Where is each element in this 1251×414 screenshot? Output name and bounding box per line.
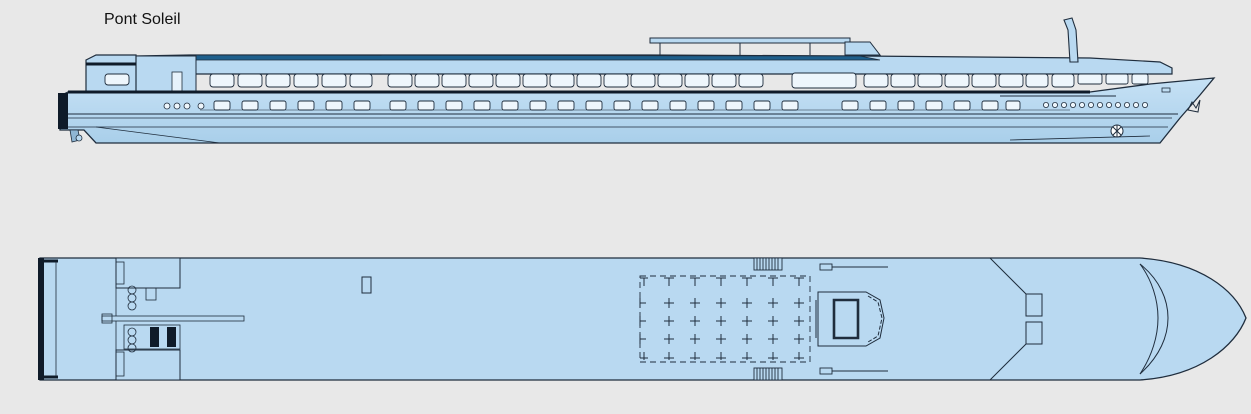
plan-stern bbox=[38, 258, 44, 380]
sun-deck-railing bbox=[187, 54, 881, 61]
deck-chair-dark bbox=[150, 327, 159, 347]
portholes bbox=[163, 102, 1149, 110]
mast bbox=[1063, 17, 1079, 63]
wheelhouse bbox=[844, 41, 882, 56]
propeller bbox=[75, 134, 83, 142]
aft-room-port bbox=[115, 257, 181, 289]
lower-windows bbox=[213, 100, 1021, 111]
side-elevation bbox=[58, 17, 1216, 144]
deck-plan-top-view bbox=[38, 257, 1247, 381]
upper-windows bbox=[209, 72, 1149, 89]
stair-port bbox=[753, 257, 783, 271]
canopy-outline bbox=[639, 275, 811, 363]
deck-chair-dark bbox=[167, 327, 176, 347]
stern-band bbox=[58, 93, 68, 129]
stair-starboard bbox=[753, 367, 783, 381]
deck-chairs bbox=[639, 277, 804, 360]
bow-logo bbox=[1187, 99, 1201, 113]
bow-structure bbox=[989, 257, 1169, 381]
antennas bbox=[819, 263, 888, 375]
deck-title: Pont Soleil bbox=[104, 11, 181, 28]
wheelhouse-top bbox=[815, 291, 885, 347]
aft-cabin bbox=[135, 55, 197, 97]
hatch bbox=[361, 276, 372, 294]
gangway bbox=[101, 315, 245, 322]
hull bbox=[59, 77, 1216, 144]
sun-deck-canopy bbox=[649, 37, 851, 44]
aft-window bbox=[104, 73, 130, 86]
aft-room-starboard bbox=[115, 349, 181, 381]
plan-hull bbox=[39, 257, 1247, 381]
